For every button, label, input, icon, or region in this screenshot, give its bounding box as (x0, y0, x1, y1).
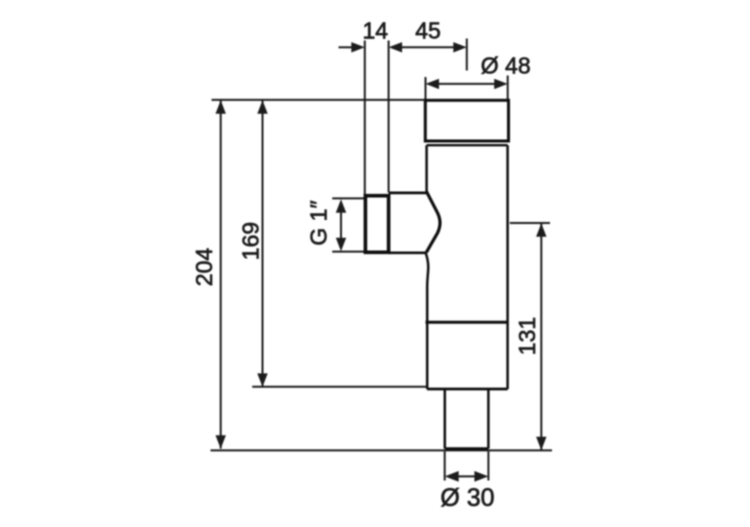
svg-text:G 1″: G 1″ (306, 200, 332, 245)
svg-text:45: 45 (415, 18, 441, 44)
svg-text:169: 169 (238, 222, 264, 260)
svg-text:Ø 30: Ø 30 (440, 484, 494, 512)
svg-text:131: 131 (514, 317, 540, 355)
svg-text:Ø 48: Ø 48 (481, 53, 531, 79)
svg-text:14: 14 (363, 18, 389, 44)
svg-text:204: 204 (191, 248, 217, 287)
